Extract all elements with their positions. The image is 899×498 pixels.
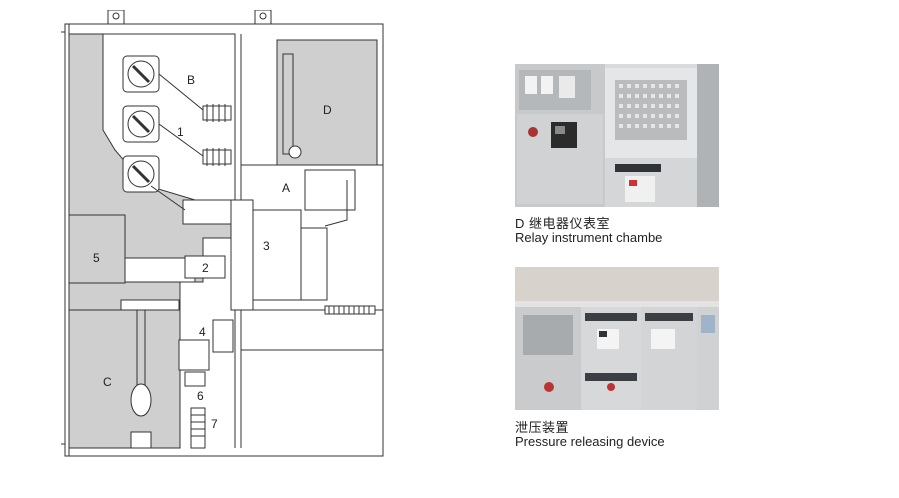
pressure-device-photo [515,267,719,410]
label-B: B [187,73,195,87]
label-C: C [103,375,112,389]
label-5: 5 [93,251,100,265]
pressure-device-caption-en: Pressure releasing device [515,434,665,449]
relay-chamber-caption-cn: D 继电器仪表室 [515,216,611,231]
label-7: 7 [211,417,218,431]
pressure-device-caption-cn: 泄压装置 [515,420,570,435]
label-6: 6 [197,389,204,403]
label-1: 1 [177,125,184,139]
label-3: 3 [263,239,270,253]
relay-chamber-caption-en: Relay instrument chambe [515,230,663,245]
switchgear-section-diagram: B 1 D A 3 5 2 4 C 6 7 [61,10,384,457]
label-D: D [323,103,332,117]
label-4: 4 [199,325,206,339]
relay-chamber-photo [515,64,719,207]
label-A: A [282,181,290,195]
label-2: 2 [202,261,209,275]
